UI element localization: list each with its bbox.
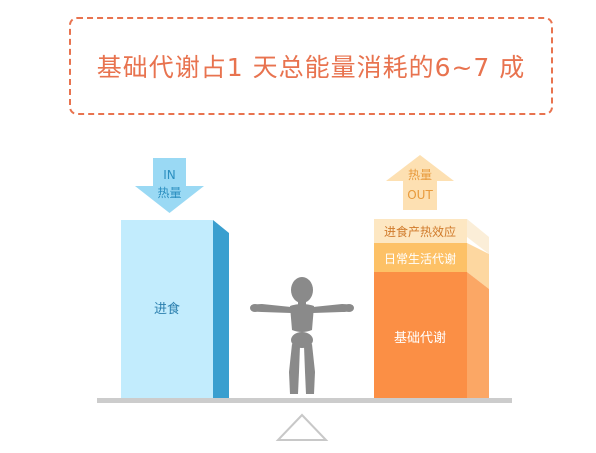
input-bar: 进食 — [121, 220, 229, 398]
figure-left-arm — [251, 304, 291, 313]
out-arrow: 热量 OUT — [386, 155, 454, 210]
human-figure — [250, 277, 354, 394]
in-arrow-shape — [135, 158, 204, 213]
figure-left-leg — [289, 344, 300, 394]
in-arrow-label-1: IN — [163, 168, 176, 182]
figure-right-leg — [304, 344, 315, 394]
output-bar: 进食产热效应 日常生活代谢 基础代谢 — [374, 219, 489, 398]
in-arrow-label-2: 热量 — [157, 186, 181, 200]
output-segment-thermic-side — [467, 219, 489, 254]
input-bar-side — [213, 220, 229, 398]
output-segment-daily-label: 日常生活代谢 — [384, 251, 456, 266]
output-segment-basal-side — [467, 272, 489, 398]
figure-right-hand — [344, 304, 354, 312]
output-segment-basal — [374, 272, 467, 398]
out-arrow-label-2: OUT — [407, 188, 433, 202]
input-bar-front — [121, 220, 213, 398]
figure-pelvis — [291, 332, 313, 348]
output-segment-thermic — [374, 219, 467, 243]
out-arrow-label-1: 热量 — [408, 168, 432, 182]
output-segment-daily-side — [467, 243, 489, 289]
figure-torso — [290, 304, 314, 332]
out-arrow-shape — [386, 155, 454, 210]
input-bar-label: 进食 — [154, 301, 180, 317]
figure-right-arm — [313, 304, 353, 313]
in-arrow: IN 热量 — [135, 158, 204, 213]
balance-beam — [97, 398, 512, 403]
output-segment-thermic-label: 进食产热效应 — [384, 224, 456, 239]
output-segment-basal-label: 基础代谢 — [394, 330, 446, 346]
title-box: 基础代谢占1 天总能量消耗的6~7 成 — [69, 17, 553, 115]
page-title: 基础代谢占1 天总能量消耗的6~7 成 — [96, 53, 526, 82]
figure-left-hand — [250, 304, 260, 312]
figure-head — [291, 277, 313, 303]
balance-fulcrum — [275, 413, 329, 441]
output-segment-daily — [374, 243, 467, 272]
